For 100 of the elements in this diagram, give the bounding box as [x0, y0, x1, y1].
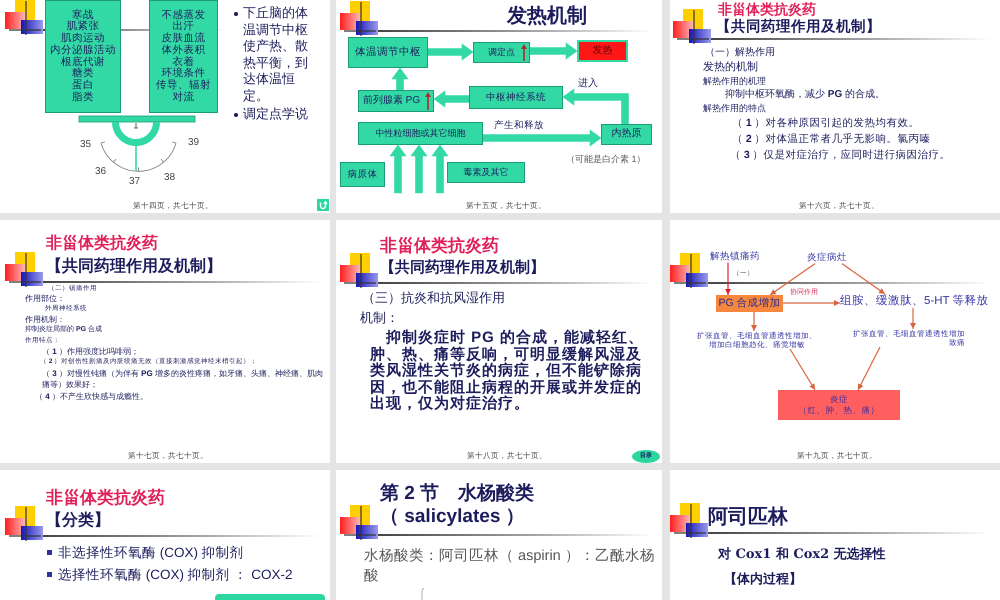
- arrow: [391, 67, 409, 90]
- bullet-item: 非选择性环氧酶 (COX) 抑制剂: [47, 545, 244, 562]
- slide-title: 第 2 节 水杨酸类（ salicylates ）: [380, 482, 536, 528]
- box-label: 病原体: [348, 168, 378, 180]
- box-label: 内热原: [612, 128, 642, 141]
- slide-panel: [670, 470, 1000, 600]
- slide-panel: [670, 220, 1000, 463]
- arrow: [431, 144, 449, 194]
- list-item: （ 3 ）仅是对症治疗，应同时进行病因治疗。: [730, 149, 951, 162]
- slide-title: 非甾体类抗炎药: [46, 234, 158, 254]
- arrow: [783, 300, 840, 306]
- slide-panel: [670, 0, 1000, 213]
- flow-text: 炎症病灶: [807, 252, 847, 264]
- list-box: [149, 0, 218, 113]
- list-item: 根底代谢: [61, 56, 105, 68]
- slide-subtitle: 【共同药理作用及机制】: [716, 19, 881, 37]
- list-item: 环境条件: [162, 68, 206, 80]
- scale-number: 39: [188, 137, 200, 150]
- nav-button: [215, 594, 325, 600]
- list-item: 出汗: [172, 21, 194, 32]
- slide-title: 非甾体类抗炎药: [718, 1, 816, 18]
- section-heading: 作用机制：: [25, 315, 65, 325]
- list-item: 内分泌腺活动: [50, 44, 116, 56]
- paragraph: 对 Cox1 和 Cox2 无选择性: [718, 547, 886, 563]
- list-item: 衣着: [172, 56, 194, 68]
- list-item: 糖类: [72, 68, 94, 80]
- list-item: （ 3 ）对慢性钝痛（为伴有 PG 增多的炎性疼痛，如牙痛、头痛、神经痛、肌肉痛等）效果好；: [42, 368, 324, 390]
- scale-number: 38: [164, 172, 176, 184]
- slide-subtitle: 【分类】: [46, 511, 110, 531]
- section-heading: （一）解热作用: [705, 47, 775, 60]
- arrow: [842, 263, 886, 294]
- arrow: [751, 312, 757, 331]
- bullet-item: 调定点学说: [233, 106, 330, 122]
- list-item: 对流: [172, 92, 194, 104]
- list-item: 不感蒸发: [162, 10, 206, 21]
- arrow: [910, 308, 916, 329]
- list-item: 肌紧张: [66, 21, 100, 32]
- slide-panel: [0, 470, 330, 600]
- box-label: 调定点: [488, 46, 515, 58]
- list-item: （ 4 ）不产生欣快感与成瘾性。: [35, 392, 148, 402]
- process-box: [473, 42, 530, 63]
- box-label: 前列腺素 PG: [362, 94, 420, 108]
- result-box: [778, 390, 900, 420]
- section-heading: 作用部位：: [25, 294, 65, 304]
- edge-label: 进入: [578, 78, 598, 90]
- box-label: 中枢神经系统: [486, 92, 546, 104]
- process-box: [340, 162, 385, 187]
- list-item: （ 2 ）对体温正常者几乎无影响。氯丙嗪: [732, 133, 931, 146]
- paragraph: 抑制中枢环氧酶，减少 PG 的合成。: [725, 89, 886, 102]
- result-box: [577, 40, 628, 62]
- arrow: [562, 88, 629, 124]
- box-label: PG 合成增加: [718, 296, 781, 310]
- flow-text: 组胺、缓激肽、5-HT 等释放: [840, 294, 989, 308]
- process-box: [601, 124, 652, 145]
- slide-subtitle: 【共同药理作用及机制】: [380, 259, 545, 278]
- section-heading: 解热作用的机理: [703, 76, 766, 87]
- slide-title: 非甾体类抗炎药: [380, 236, 499, 257]
- arrow: [770, 263, 816, 296]
- slide-panel: [0, 0, 330, 213]
- slide-title: 发热机制: [507, 4, 587, 28]
- slide-panel: [336, 220, 662, 463]
- process-box: [358, 90, 434, 112]
- arrow: [725, 262, 731, 295]
- process-box: [469, 86, 563, 109]
- section-heading: 解热作用的特点: [703, 103, 766, 114]
- section-heading: （三）抗炎和抗风湿作用: [362, 290, 505, 306]
- list-item: 肌肉运动: [61, 33, 105, 44]
- paragraph: 水杨酸类：阿司匹林（ aspirin ）：乙酰水杨酸: [364, 547, 656, 586]
- arrow: [428, 43, 474, 61]
- arrow: [857, 346, 881, 390]
- list-item: 传导、辐射: [156, 80, 211, 91]
- scale-number: 36: [95, 166, 106, 178]
- arrow: [530, 42, 578, 60]
- list-item: （ 1 ）作用强度比吗啡弱；: [42, 347, 139, 357]
- process-box: [447, 162, 525, 183]
- slide-panel: [336, 470, 662, 600]
- section-heading: 【体内过程】: [724, 572, 802, 588]
- edge-label: 产生和释放: [494, 120, 544, 132]
- section-heading: 机制：: [360, 310, 399, 326]
- box-label: 中性粒细胞或其它细胞: [376, 128, 466, 140]
- arrow: [482, 129, 602, 147]
- arrow: [389, 144, 407, 194]
- box-label: （红、肿、热、痛）: [798, 405, 880, 416]
- arrow: [789, 348, 816, 390]
- paragraph: 抑制炎症时 PG 的合成，能减轻红、肿、热、痛等反响，可明显缓解风湿及类风湿性关节炎的病症，但不能铲除病因，也不能阻止病程的开展或并发症的出现，仅为对症治疗。: [370, 330, 646, 412]
- slide-title: 阿司匹林: [708, 505, 788, 530]
- list-item: （ 1 ）对各种原因引起的发热均有效。: [732, 117, 920, 130]
- list-box: [45, 0, 121, 113]
- bullet-item: 选择性环氧酶 (COX) 抑制剂 ： COX-2: [47, 567, 293, 584]
- box-label: 炎症: [830, 394, 848, 405]
- list-item: 体外表积: [162, 44, 206, 56]
- bullet-item: 下丘脑的体温调节中枢使产热、散热平衡，到达体温恒定。: [233, 5, 313, 104]
- scale-number: 35: [80, 139, 92, 152]
- slide-panel: [0, 220, 330, 463]
- list-item: 脂类: [72, 92, 94, 104]
- flow-text: 解热镇痛药: [710, 251, 760, 263]
- arrow: [433, 90, 470, 108]
- slide-title: 非甾体类抗炎药: [46, 488, 165, 509]
- box-label: 体温调节中枢: [355, 46, 421, 60]
- list-item: 皮肤血流: [162, 33, 206, 44]
